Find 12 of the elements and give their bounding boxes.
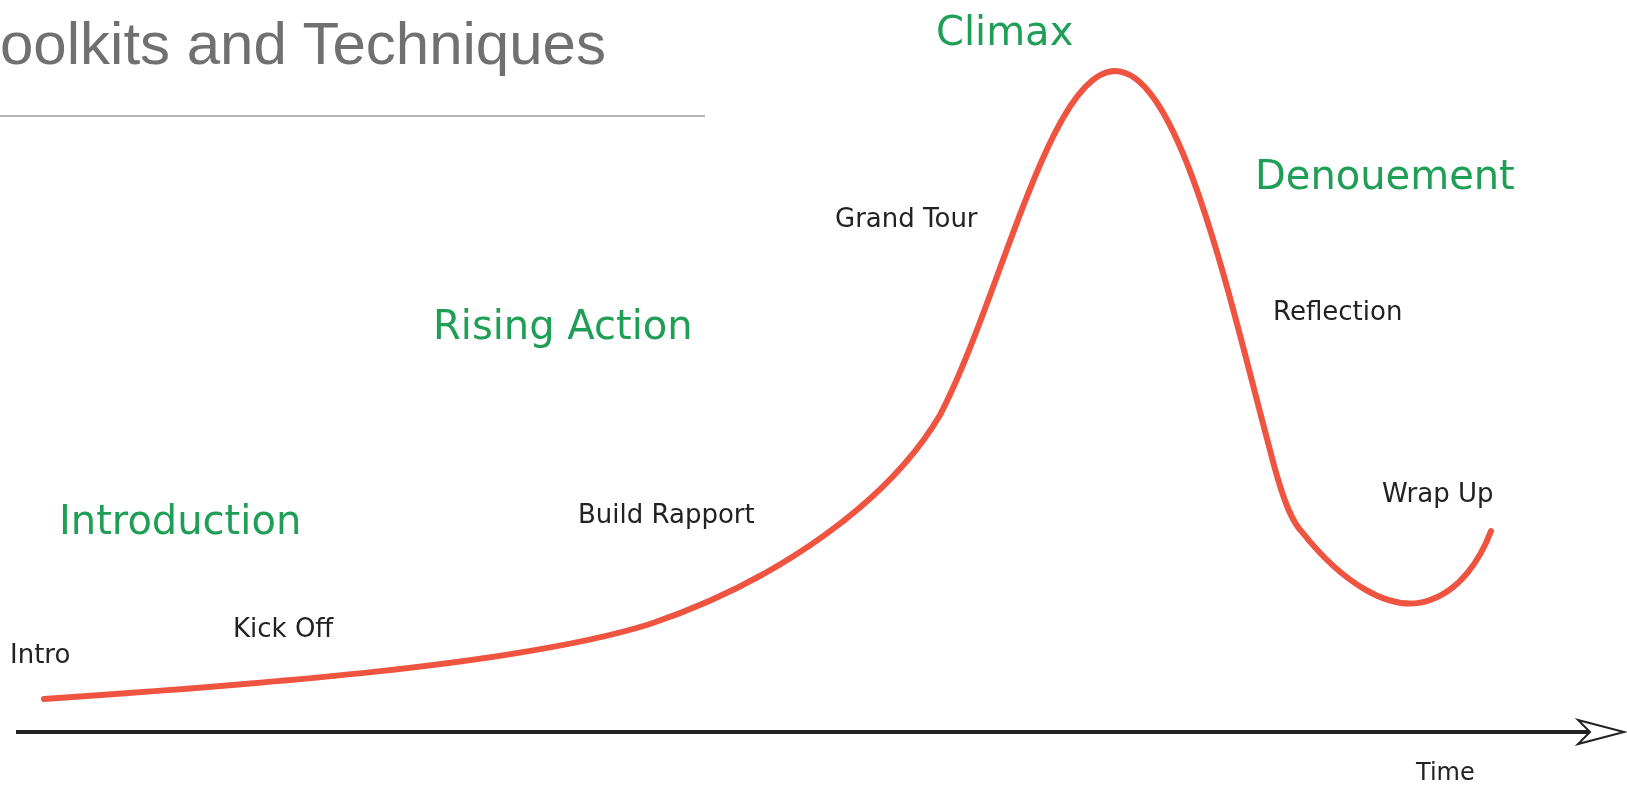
step-label: Reflection xyxy=(1273,295,1403,328)
title: oolkits and Techniques xyxy=(0,14,606,74)
axis-label: Time xyxy=(1416,757,1475,787)
step-label: Grand Tour xyxy=(835,202,978,235)
step-label: Build Rapport xyxy=(578,498,755,531)
stage-label: Denouement xyxy=(1255,151,1515,200)
step-label: Kick Off xyxy=(233,612,334,645)
stage-label: Climax xyxy=(936,7,1074,56)
stage-label: Rising Action xyxy=(433,301,693,350)
step-label: Wrap Up xyxy=(1382,477,1494,510)
stage-label: Introduction xyxy=(59,496,302,545)
step-label: Intro xyxy=(10,638,71,671)
